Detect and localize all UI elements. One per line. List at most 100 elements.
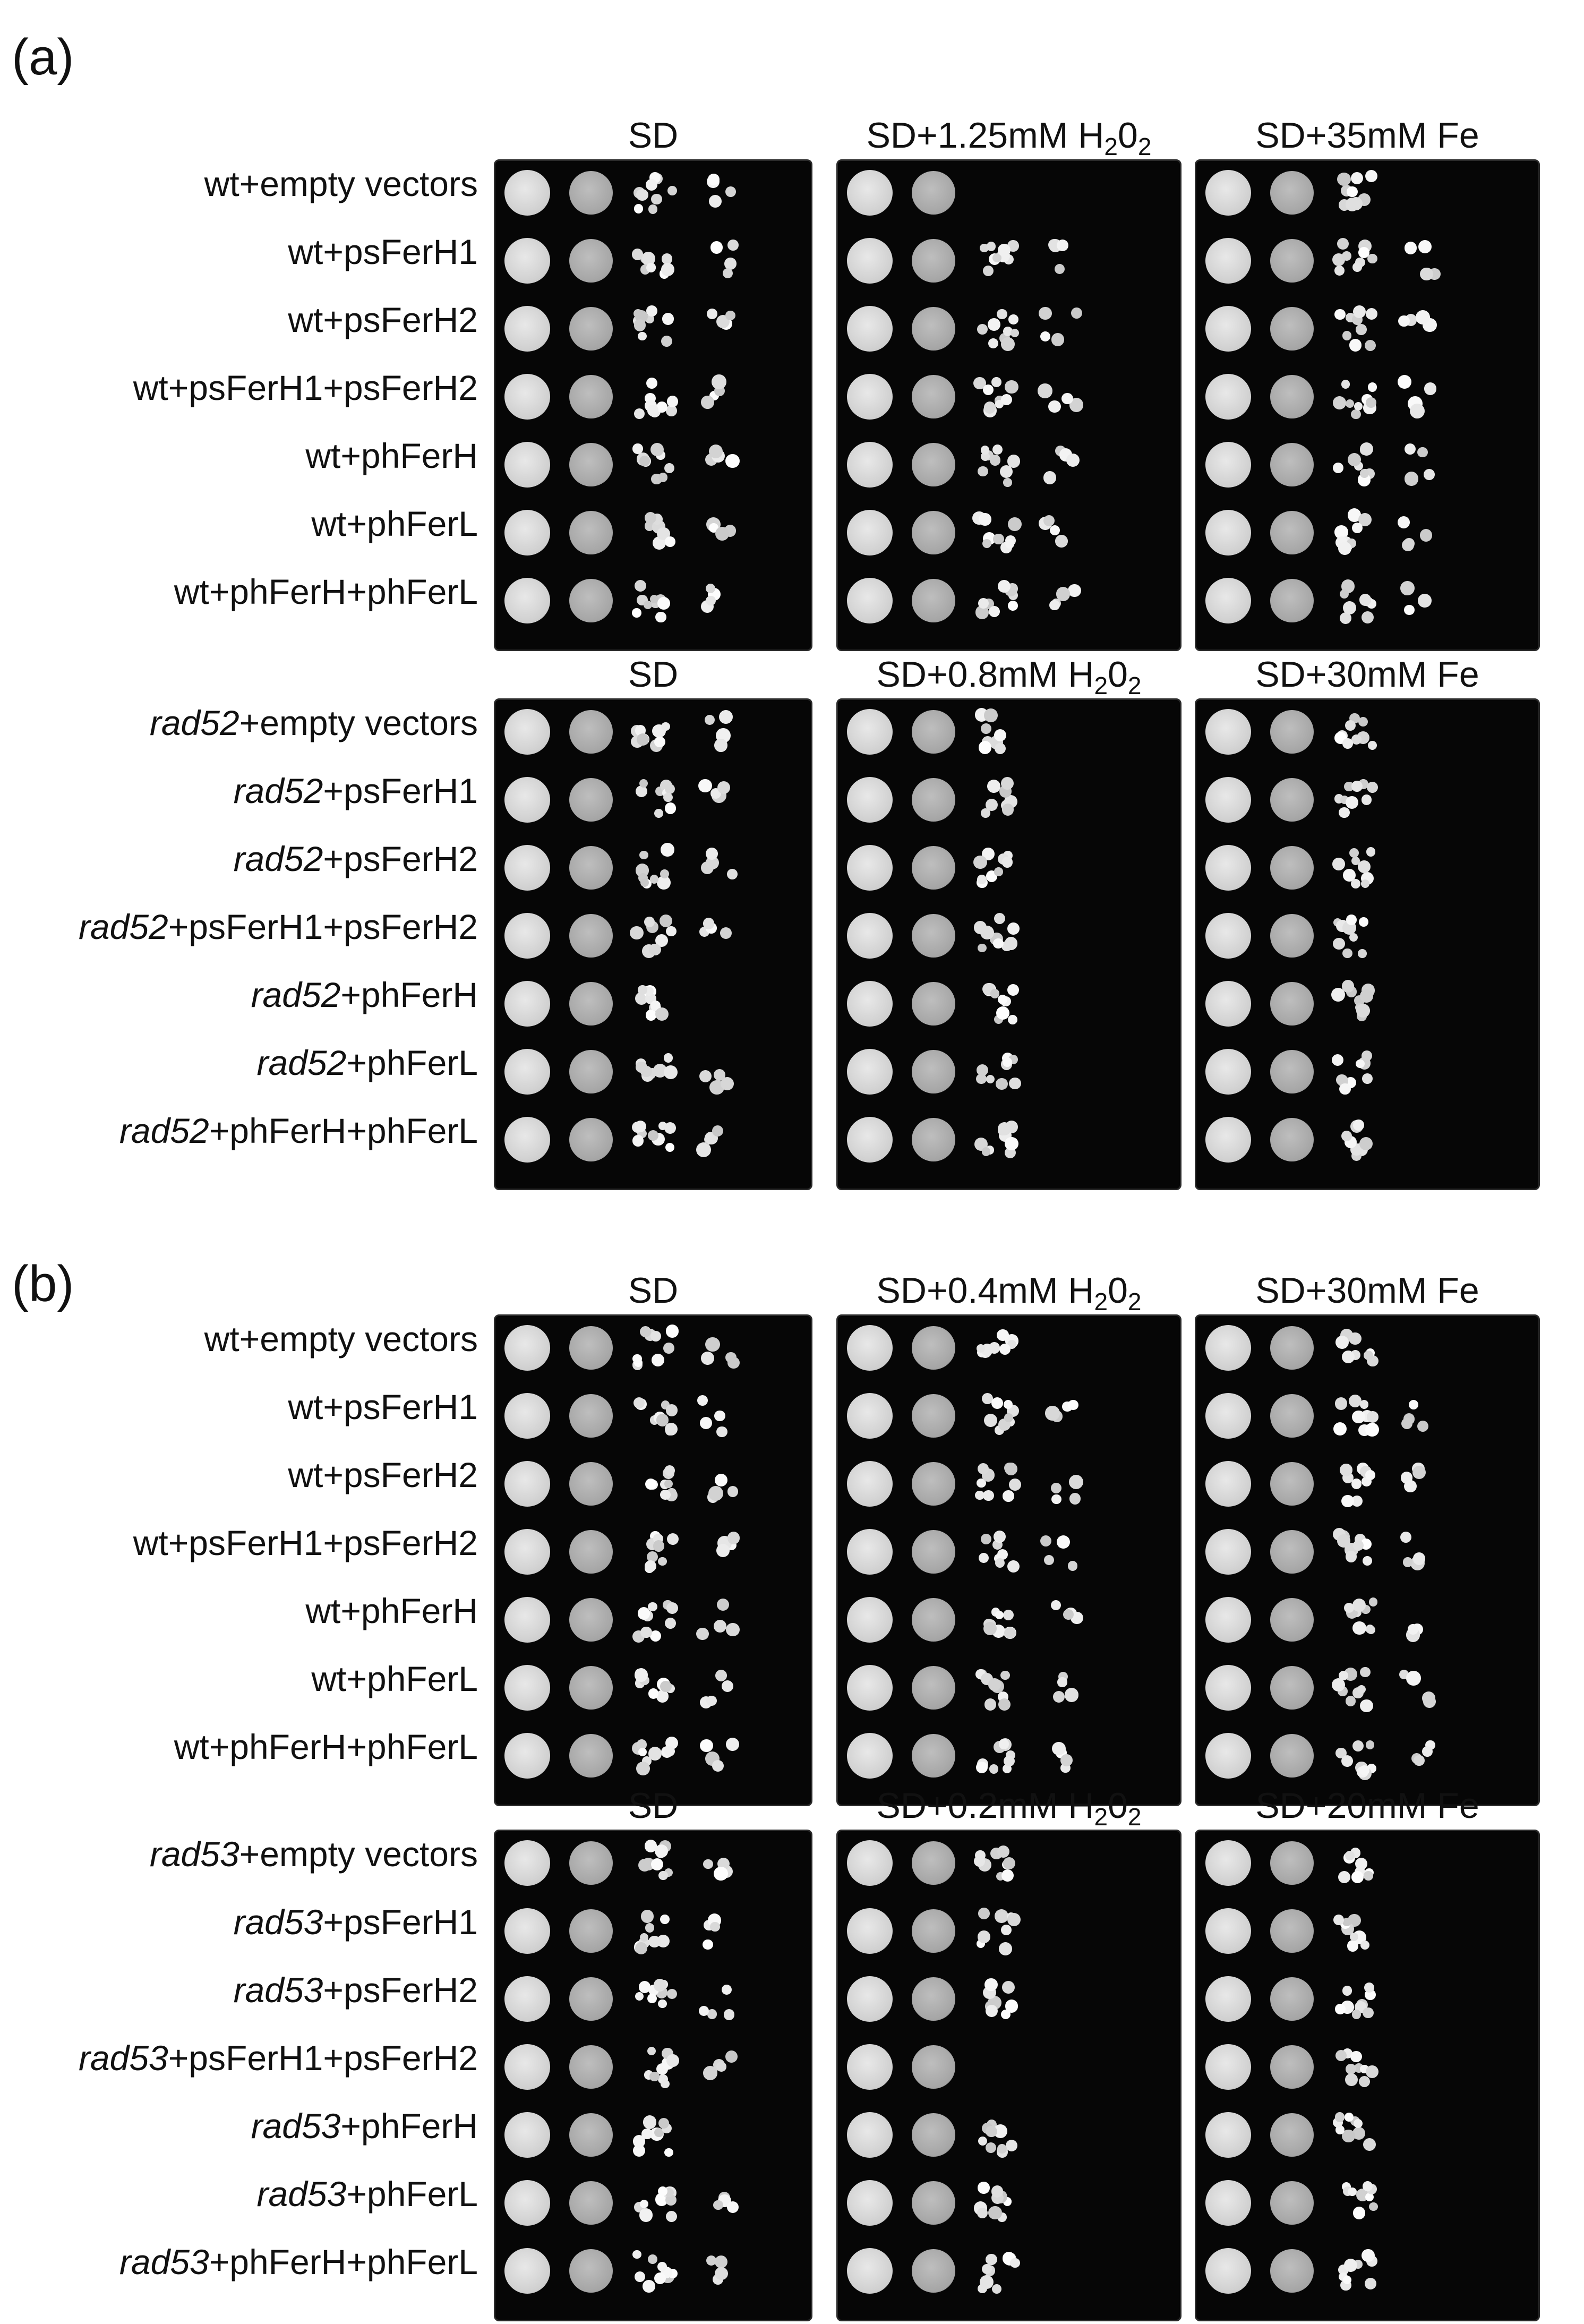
colony-dot <box>1341 1494 1354 1507</box>
colony-dot <box>1364 1350 1374 1360</box>
colony-dot <box>716 1599 729 1611</box>
colony-dot <box>1350 172 1363 185</box>
colony-dot <box>1346 796 1359 809</box>
dilution-row <box>1196 491 1538 559</box>
colony-dot <box>647 405 658 416</box>
colony-dot <box>666 396 679 407</box>
colony-dot <box>998 1912 1008 1923</box>
colony-spot <box>504 1597 550 1643</box>
colony-spot <box>1270 778 1314 822</box>
colony-dot <box>980 2275 994 2289</box>
colony-dot <box>981 2263 992 2274</box>
colony-dot <box>979 1553 989 1563</box>
colony-spot <box>1205 777 1251 823</box>
agar-plate <box>836 1314 1181 1806</box>
colony-dot <box>1333 937 1345 950</box>
colony-dot <box>1349 1395 1362 1408</box>
colony-dot <box>1335 2125 1345 2134</box>
colony-dot <box>648 1935 661 1948</box>
strain-label: wt+phFerH <box>305 1584 478 1637</box>
colony-spot <box>504 2180 550 2226</box>
colony-dot <box>704 714 715 725</box>
dilution-row <box>1196 1316 1538 1374</box>
colony-dot <box>638 1858 652 1872</box>
agar-plate <box>1195 698 1540 1190</box>
dilution-row <box>838 491 1180 559</box>
colony-dot <box>713 1619 726 1633</box>
colony-dot <box>1397 374 1412 389</box>
condition-text: SD <box>628 115 679 156</box>
colony-dot <box>1365 169 1377 182</box>
colony-dot <box>700 1739 713 1752</box>
colony-dot <box>648 204 657 214</box>
colony-dot <box>633 203 644 213</box>
colony-dot <box>1367 382 1377 392</box>
colony-dot <box>1346 399 1355 408</box>
colony-dot <box>649 2071 660 2082</box>
colony-dot <box>1398 516 1410 528</box>
colony-spot <box>847 1665 893 1711</box>
colony-dot <box>667 186 677 196</box>
colony-dot <box>987 779 1001 793</box>
colony-dot <box>1337 1534 1350 1548</box>
dilution-row <box>1196 423 1538 491</box>
condition-tail: 0 <box>1108 1785 1128 1826</box>
colony-spot <box>847 845 893 891</box>
colony-dot <box>1339 612 1352 625</box>
colony-dot <box>1040 1535 1052 1547</box>
colony-dot <box>982 539 991 548</box>
colony-dot <box>1365 1423 1380 1437</box>
colony-dot <box>638 1981 651 1993</box>
colony-spot <box>847 1325 893 1371</box>
colony-dot <box>1001 1981 1015 1994</box>
colony-dot <box>1362 1050 1372 1061</box>
colony-dot <box>1068 1474 1083 1490</box>
condition-text: SD+30mM Fe <box>1255 1270 1479 1311</box>
strain-label: wt+phFerL <box>311 497 478 550</box>
colony-dot <box>978 1908 990 1919</box>
colony-dot <box>1360 1667 1371 1678</box>
colony-dot <box>641 2128 653 2140</box>
agar-plate <box>494 1314 812 1806</box>
colony-dot <box>999 1344 1011 1355</box>
colony-dot <box>1345 1850 1355 1861</box>
colony-dot <box>996 1078 1008 1090</box>
colony-dot <box>1001 1869 1014 1882</box>
colony-dot <box>631 249 644 260</box>
colony-dot <box>1006 2139 1018 2152</box>
colony-dot <box>1359 1400 1369 1409</box>
colony-dot <box>1352 1740 1364 1752</box>
colony-dot <box>978 466 988 477</box>
colony-spot <box>847 1461 893 1507</box>
colony-spot <box>504 1117 550 1163</box>
colony-dot <box>632 2135 645 2148</box>
colony-dot <box>1007 600 1018 611</box>
colony-dot <box>700 1417 712 1430</box>
colony-spot <box>504 981 550 1027</box>
dilution-row <box>838 1442 1180 1510</box>
colony-dot <box>1353 1120 1364 1131</box>
colony-spot <box>504 578 550 623</box>
colony-dot <box>1068 584 1082 597</box>
colony-dot <box>1334 309 1346 320</box>
colony-dot <box>643 600 653 609</box>
colony-dot <box>1404 242 1417 254</box>
colony-dot <box>1358 949 1367 958</box>
colony-dot <box>639 1326 651 1337</box>
colony-spot <box>1270 1734 1314 1778</box>
colony-spot <box>1205 1461 1251 1507</box>
colony-dot <box>1365 1469 1376 1480</box>
colony-dot <box>1007 455 1021 468</box>
plasmid-text: wt+phFerH+phFerL <box>174 572 478 611</box>
colony-dot <box>985 2142 996 2153</box>
colony-dot <box>1404 443 1416 455</box>
colony-dot <box>1367 1411 1378 1423</box>
colony-spot <box>912 1909 955 1953</box>
colony-spot <box>847 170 893 216</box>
colony-spot <box>847 374 893 420</box>
colony-dot <box>1007 1912 1021 1926</box>
colony-spot <box>1270 375 1314 418</box>
condition-text: SD <box>628 1270 679 1311</box>
colony-dot <box>1338 1671 1348 1681</box>
colony-spot <box>847 777 893 823</box>
